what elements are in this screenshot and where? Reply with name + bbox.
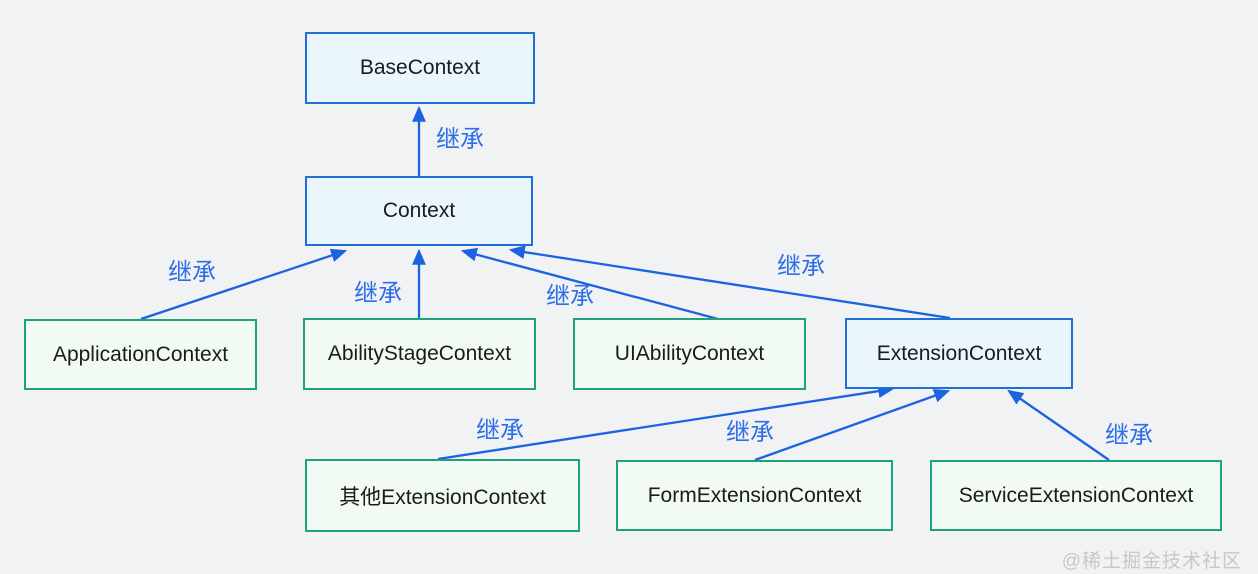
node-context: Context: [305, 176, 533, 246]
node-serviceextensioncontext: ServiceExtensionContext: [930, 460, 1222, 531]
node-extensioncontext: ExtensionContext: [845, 318, 1073, 389]
node-formextensioncontext: FormExtensionContext: [616, 460, 893, 531]
edge-label-inherit-formextensioncontext: 继承: [726, 419, 774, 446]
edge-label-inherit-otherextensioncontext: 继承: [476, 417, 524, 444]
edge-label-inherit-basecontext: 继承: [436, 126, 484, 153]
node-basecontext-label: BaseContext: [359, 56, 481, 79]
node-otherextensioncontext: 其他ExtensionContext: [305, 459, 580, 532]
edge-uiabilitycontext-to-context: [460, 247, 719, 321]
node-applicationcontext: ApplicationContext: [24, 319, 257, 390]
node-serviceextensioncontext-label: ServiceExtensionContext: [958, 483, 1194, 507]
node-abilitystagecontext-label: AbilityStageContext: [327, 342, 512, 365]
edge-label-inherit-abilitystagecontext: 继承: [354, 280, 402, 307]
edge-label-inherit-serviceextensioncontext: 继承: [1105, 422, 1153, 449]
edge-label-inherit-extensioncontext: 继承: [777, 253, 825, 280]
node-extensioncontext-label: ExtensionContext: [876, 341, 1042, 365]
edge-label-inherit-uiabilitycontext: 继承: [546, 283, 594, 310]
edge-serviceextensioncontext-to-extensioncontext: [1007, 389, 1110, 461]
node-uiabilitycontext-label: UIAbilityContext: [614, 342, 765, 365]
node-formextensioncontext-label: FormExtensionContext: [647, 483, 862, 507]
node-applicationcontext-label: ApplicationContext: [52, 342, 229, 366]
node-abilitystagecontext: AbilityStageContext: [303, 318, 536, 390]
edge-otherextensioncontext-to-extensioncontext: [437, 384, 895, 461]
watermark: @稀土掘金技术社区: [1061, 551, 1242, 572]
node-context-label: Context: [382, 199, 456, 222]
edge-formextensioncontext-to-extensioncontext: [754, 389, 951, 462]
node-uiabilitycontext: UIAbilityContext: [573, 318, 806, 390]
node-otherextensioncontext-label: 其他ExtensionContext: [339, 485, 546, 509]
edge-applicationcontext-to-context: [140, 248, 348, 321]
node-basecontext: BaseContext: [305, 32, 535, 104]
edge-label-inherit-applicationcontext: 继承: [168, 259, 216, 286]
edge-extensioncontext-to-context: [508, 245, 951, 320]
